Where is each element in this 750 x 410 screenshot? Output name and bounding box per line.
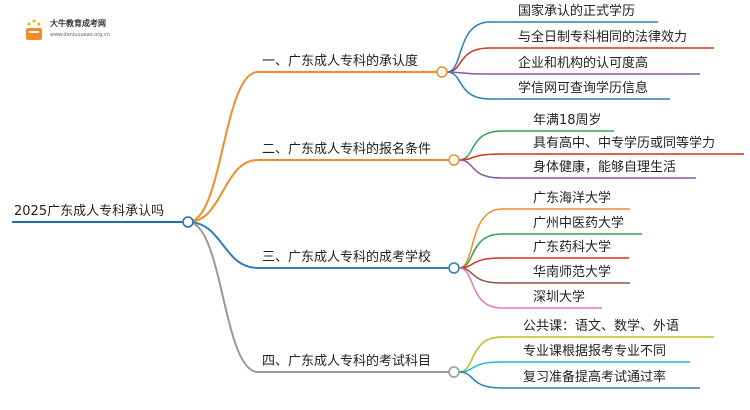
leaf-label: 广东海洋大学: [533, 191, 612, 206]
branch-label: 三、广东成人专科的成考学校: [262, 250, 432, 265]
logo: 大牛教育成考网 www.daniuxueao.org.cn: [20, 16, 150, 46]
logo-url: www.daniuxueao.org.cn: [50, 32, 110, 38]
root-node: [182, 216, 194, 228]
leaf-label: 企业和机构的认可度高: [518, 56, 649, 71]
leaf-connector: [446, 21, 491, 73]
branch-node: [448, 366, 460, 378]
branch-connector: [187, 159, 259, 223]
branch-label: 四、广东成人专科的考试科目: [262, 354, 432, 369]
leaf-connector: [458, 153, 503, 161]
leaf-label: 复习准备提高考试通过率: [523, 370, 667, 385]
leaf-connector: [458, 267, 503, 309]
leaf-label: 身体健康，能够自理生活: [533, 160, 677, 175]
branch-connector: [187, 71, 259, 223]
branch-label: 一、广东成人专科的承认度: [262, 54, 419, 69]
leaf-label: 国家承认的正式学历: [518, 4, 636, 19]
leaf-connector: [458, 159, 503, 179]
branch-connector: [187, 221, 259, 269]
branch-label: 二、广东成人专科的报名条件: [262, 142, 432, 157]
branch-node: [436, 66, 448, 78]
branch-node: [448, 154, 460, 166]
branch-node: [448, 262, 460, 274]
leaf-label: 广东药科大学: [533, 240, 612, 255]
leaf-connector: [458, 371, 503, 389]
leaf-label: 与全日制专科相同的法律效力: [518, 30, 688, 45]
leaf-connector: [458, 361, 503, 373]
leaf-label: 深圳大学: [533, 290, 586, 305]
leaf-label: 具有高中、中专学历或同等学力: [533, 136, 716, 151]
book-logo-icon: [26, 19, 42, 40]
logo-title: 大牛教育成考网: [50, 19, 106, 28]
leaf-label: 华南师范大学: [533, 265, 612, 280]
leaf-label: 学信网可查询学历信息: [518, 81, 649, 96]
leaf-label: 公共课：语文、数学、外语: [523, 319, 680, 334]
leaf-connector: [458, 336, 503, 373]
root-label: 2025广东成人专科承认吗: [14, 204, 165, 219]
leaf-connector: [446, 71, 491, 100]
leaf-label: 专业课根据报考专业不同: [523, 344, 667, 359]
branch-connector: [187, 221, 259, 373]
leaf-label: 年满18周岁: [533, 113, 602, 128]
leaf-label: 广州中医药大学: [533, 216, 625, 231]
leaf-connector: [458, 208, 503, 269]
